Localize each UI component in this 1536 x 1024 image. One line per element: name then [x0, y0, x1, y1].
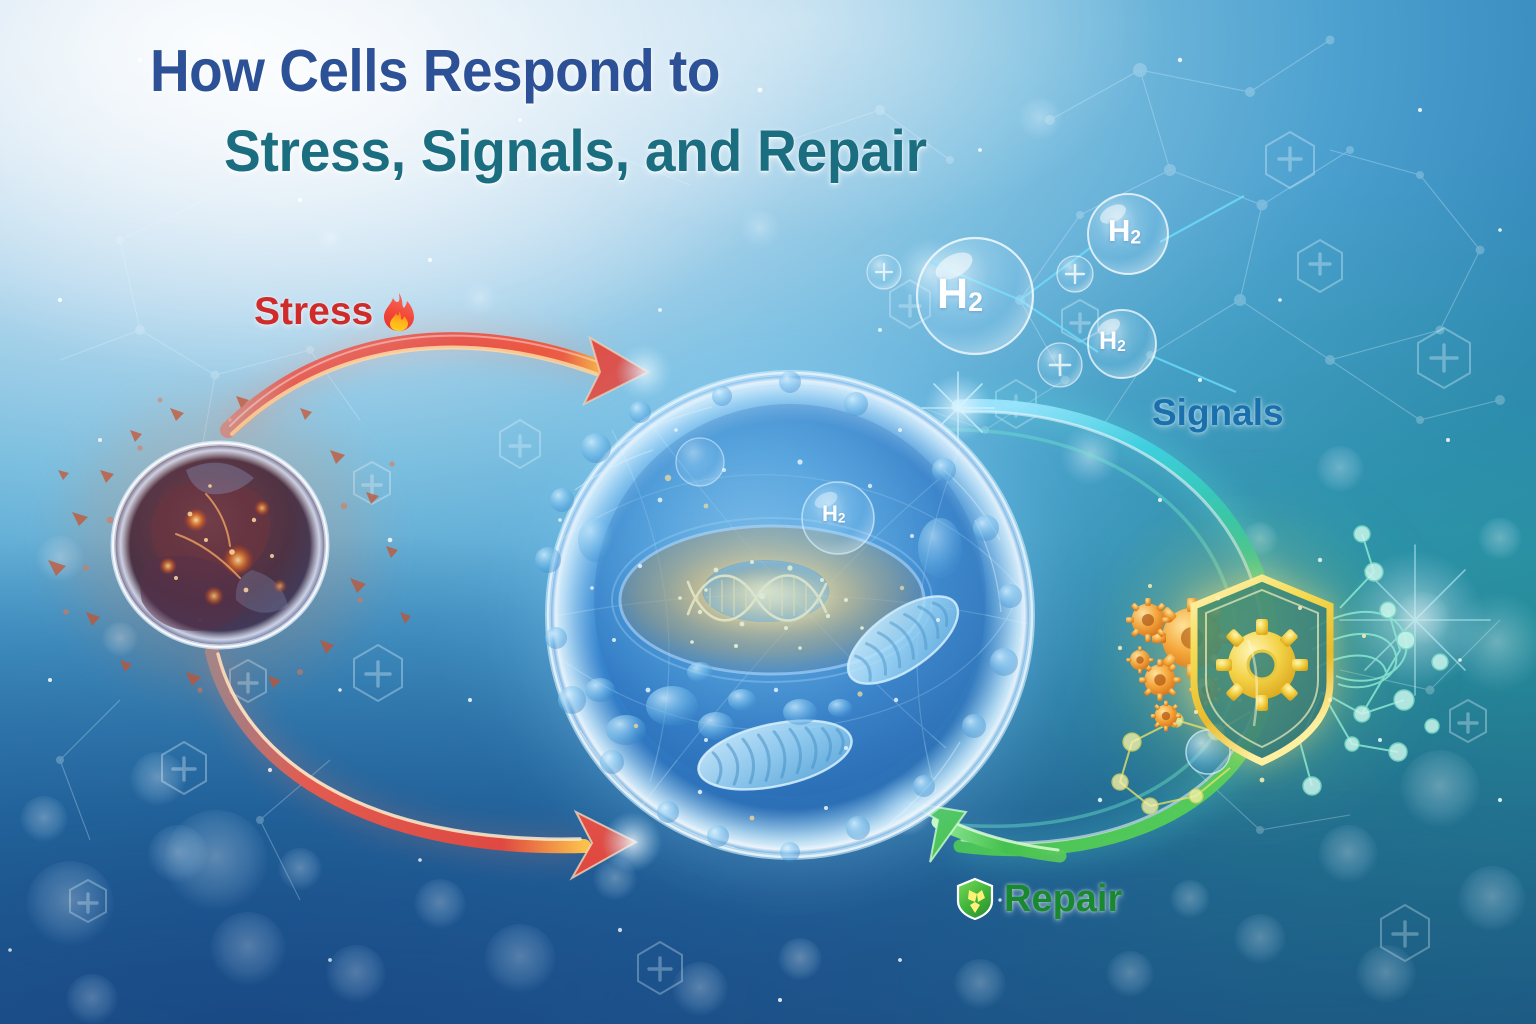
stress-label: Stress: [254, 290, 416, 334]
h2-molecule-bubbles: [866, 193, 1245, 394]
foreground-haze: [0, 870, 1536, 1024]
signals-label-text: Signals: [1152, 392, 1284, 433]
healthy-cell: [512, 337, 1068, 893]
repair-shield-module: [1070, 480, 1449, 840]
repair-label: Repair: [955, 877, 1122, 921]
signals-label: Signals: [1152, 392, 1284, 434]
stress-label-text: Stress: [254, 290, 374, 333]
flame-icon: [382, 292, 416, 332]
stressed-cell: [48, 396, 411, 693]
title-line-2: Stress, Signals, and Repair: [224, 119, 927, 184]
page-title: How Cells Respond to Stress, Signals, an…: [150, 42, 1150, 181]
repair-label-text: Repair: [1004, 877, 1123, 920]
title-line-1: How Cells Respond to: [150, 38, 720, 104]
shield-check-icon: [955, 877, 995, 921]
